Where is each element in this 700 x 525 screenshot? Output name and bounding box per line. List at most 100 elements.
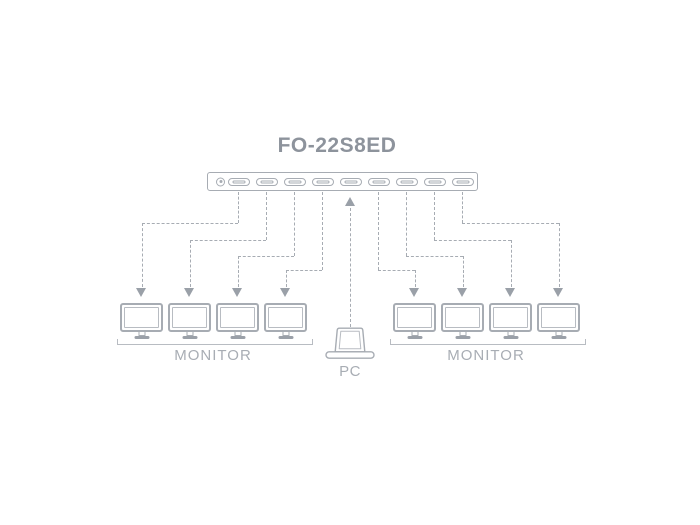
cable-dashed-line (406, 192, 407, 256)
cable-dashed-line (510, 240, 512, 287)
hdmi-port-icon-1 (228, 177, 250, 186)
monitor-icon-left-3 (216, 303, 259, 341)
monitor-frame (264, 303, 307, 332)
arrow-down-icon (553, 288, 563, 297)
hdmi-port-icon-5 (340, 177, 362, 186)
cable-dashed-line (434, 192, 435, 240)
hdmi-pin-area (400, 180, 414, 183)
power-pin-icon (219, 180, 222, 183)
monitor-screen (397, 307, 432, 328)
monitor-stand-neck (555, 332, 562, 336)
device-model-title: FO-22S8ED (277, 134, 397, 157)
arrow-down-icon (136, 288, 146, 297)
monitor-stand-base (230, 336, 245, 339)
hdmi-port-icon-6 (368, 177, 390, 186)
cable-dashed-line (141, 223, 238, 224)
hdmi-pin-area (456, 180, 470, 183)
monitor-icon-right-1 (393, 303, 436, 341)
monitor-screen (220, 307, 255, 328)
cable-dashed-line (462, 192, 463, 223)
monitor-screen (268, 307, 303, 328)
hdmi-pin-area (428, 180, 442, 183)
monitor-stand-base (182, 336, 197, 339)
cable-dashed-line (462, 223, 559, 224)
cable-dashed-line (285, 270, 322, 271)
monitor-stand-neck (138, 332, 145, 336)
monitor-icon-left-4 (264, 303, 307, 341)
arrow-down-icon (280, 288, 290, 297)
hdmi-port-icon-8 (424, 177, 446, 186)
hdmi-pin-area (372, 180, 386, 183)
cable-dashed-line (266, 192, 267, 240)
monitor-stand-base (551, 336, 566, 339)
cable-dashed-line (406, 256, 463, 257)
cable-dashed-line (237, 256, 239, 287)
arrow-down-icon (232, 288, 242, 297)
monitor-screen (124, 307, 159, 328)
monitor-stand-neck (282, 332, 289, 336)
hdmi-port-icon-7 (396, 177, 418, 186)
pc-label: PC (339, 363, 361, 380)
monitor-stand-neck (459, 332, 466, 336)
cable-dashed-line (434, 240, 511, 241)
hdmi-port-icon-3 (284, 177, 306, 186)
monitor-frame (537, 303, 580, 332)
cable-dashed-line (558, 223, 560, 287)
arrow-down-icon (505, 288, 515, 297)
cable-dashed-line (189, 240, 191, 287)
monitor-stand-base (134, 336, 149, 339)
monitor-stand-neck (186, 332, 193, 336)
monitor-stand-base (455, 336, 470, 339)
hdmi-pin-area (344, 180, 358, 183)
hdmi-port-icon-9 (452, 177, 474, 186)
monitor-icon-left-2 (168, 303, 211, 341)
monitor-icon-right-4 (537, 303, 580, 341)
cable-dashed-line (322, 192, 323, 270)
monitor-icon-right-2 (441, 303, 484, 341)
cable-dashed-line (285, 270, 287, 287)
monitor-group-bracket-left (117, 339, 313, 345)
monitor-frame (441, 303, 484, 332)
monitor-screen (445, 307, 480, 328)
cable-dashed-line (237, 256, 294, 257)
monitor-stand-neck (507, 332, 514, 336)
laptop-icon (325, 327, 375, 359)
monitor-stand-base (503, 336, 518, 339)
arrow-down-icon (457, 288, 467, 297)
hdmi-port-icon-2 (256, 177, 278, 186)
monitor-stand-neck (234, 332, 241, 336)
monitor-frame (216, 303, 259, 332)
cable-dashed-line (238, 192, 239, 223)
monitor-group-bracket-right (390, 339, 586, 345)
monitor-screen (493, 307, 528, 328)
hdmi-pin-area (232, 180, 246, 183)
hdmi-pin-area (316, 180, 330, 183)
monitor-frame (120, 303, 163, 332)
cable-dashed-line (378, 192, 379, 270)
monitor-frame (489, 303, 532, 332)
hdmi-pin-area (288, 180, 302, 183)
cable-dashed-line (189, 240, 266, 241)
power-port-icon (216, 177, 225, 186)
hdmi-port-icon-4 (312, 177, 334, 186)
cable-dashed-line (414, 270, 416, 287)
monitor-frame (393, 303, 436, 332)
monitor-icon-right-3 (489, 303, 532, 341)
hdmi-pin-area (260, 180, 274, 183)
cable-dashed-line (294, 192, 295, 256)
arrow-down-icon (409, 288, 419, 297)
arrow-down-icon (184, 288, 194, 297)
monitor-label-left: MONITOR (174, 347, 252, 364)
monitor-icon-left-1 (120, 303, 163, 341)
monitor-stand-base (407, 336, 422, 339)
cable-dashed-line (141, 223, 143, 287)
monitor-label-right: MONITOR (447, 347, 525, 364)
cable-dashed-line (378, 270, 415, 271)
hdmi-splitter-device (207, 172, 478, 191)
monitor-frame (168, 303, 211, 332)
cable-dashed-line (462, 256, 464, 287)
arrow-up-icon (344, 197, 355, 206)
cable-dashed-line (350, 208, 351, 327)
monitor-stand-neck (411, 332, 418, 336)
